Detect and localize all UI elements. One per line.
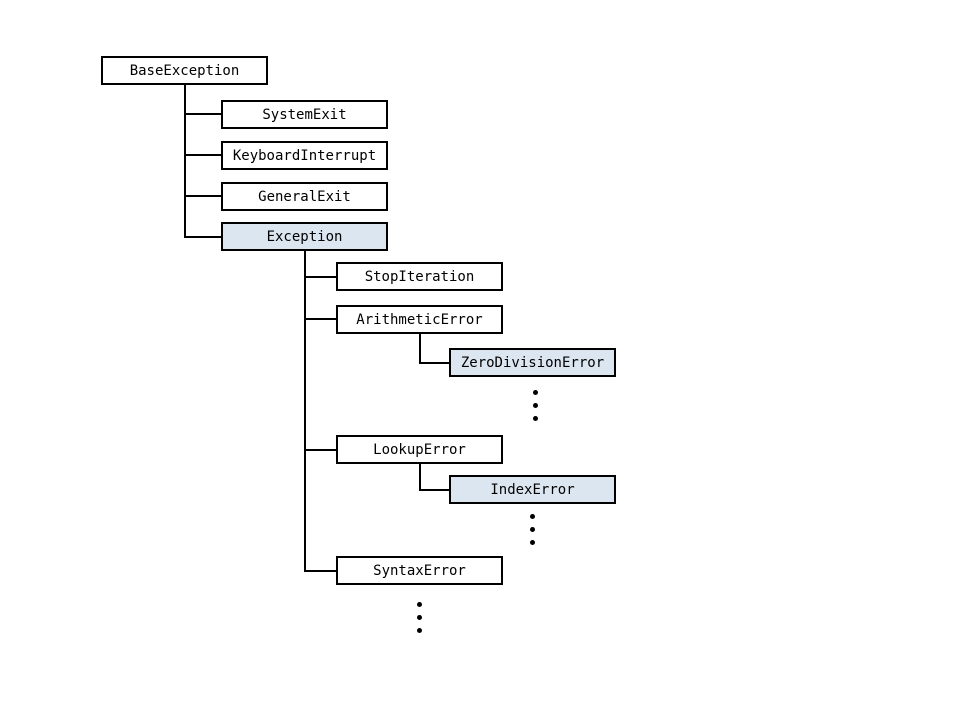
node-arithmeticerror: ArithmeticError bbox=[336, 305, 503, 334]
ellipsis-dots-syntaxerror bbox=[417, 602, 422, 633]
dot bbox=[530, 527, 535, 532]
ellipsis-dots-indexerror bbox=[530, 514, 535, 545]
connector-trunk-baseexception bbox=[184, 85, 186, 238]
node-syntaxerror: SyntaxError bbox=[336, 556, 503, 585]
connector-stub-arithmeticerror bbox=[304, 318, 336, 320]
dot bbox=[533, 390, 538, 395]
connector-stub-exception bbox=[184, 236, 221, 238]
connector-stub-syntaxerror bbox=[304, 570, 336, 572]
node-stopiteration: StopIteration bbox=[336, 262, 503, 291]
connector-stub-generalexit bbox=[184, 195, 221, 197]
node-systemexit: SystemExit bbox=[221, 100, 388, 129]
node-exception: Exception bbox=[221, 222, 388, 251]
ellipsis-dots-zerodivisionerror bbox=[533, 390, 538, 421]
dot bbox=[530, 540, 535, 545]
node-keyboardinterrupt: KeyboardInterrupt bbox=[221, 141, 388, 170]
connector-stub-systemexit bbox=[184, 113, 221, 115]
connector-stub-stopiteration bbox=[304, 276, 336, 278]
dot bbox=[417, 615, 422, 620]
connector-stub-lookuperror bbox=[304, 449, 336, 451]
dot bbox=[533, 403, 538, 408]
connector-stub-zerodivisionerror bbox=[419, 362, 449, 364]
connector-stub-indexerror bbox=[419, 489, 449, 491]
dot bbox=[533, 416, 538, 421]
dot bbox=[530, 514, 535, 519]
node-baseexception: BaseException bbox=[101, 56, 268, 85]
dot bbox=[417, 602, 422, 607]
node-zerodivisionerror: ZeroDivisionError bbox=[449, 348, 616, 377]
node-generalexit: GeneralExit bbox=[221, 182, 388, 211]
node-lookuperror: LookupError bbox=[336, 435, 503, 464]
node-indexerror: IndexError bbox=[449, 475, 616, 504]
dot bbox=[417, 628, 422, 633]
connector-drop-lookuperror bbox=[419, 464, 421, 491]
connector-trunk-exception bbox=[304, 251, 306, 572]
connector-stub-keyboardinterrupt bbox=[184, 154, 221, 156]
connector-drop-arithmeticerror bbox=[419, 334, 421, 364]
